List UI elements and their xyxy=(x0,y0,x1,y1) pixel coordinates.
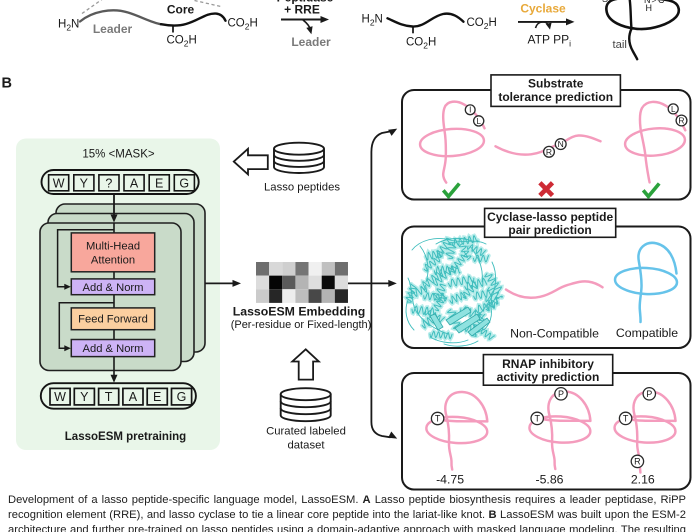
svg-text:B: B xyxy=(2,76,12,92)
svg-text:Lasso peptides: Lasso peptides xyxy=(264,181,340,193)
svg-text:LassoESM Embedding: LassoESM Embedding xyxy=(233,305,366,319)
svg-text:Y: Y xyxy=(80,176,89,190)
svg-text:Cyclase-lasso peptide: Cyclase-lasso peptide xyxy=(487,210,613,224)
svg-text:Cyclase: Cyclase xyxy=(520,2,566,16)
svg-text:R: R xyxy=(546,147,552,157)
svg-text:A: A xyxy=(129,390,138,404)
svg-text:dataset: dataset xyxy=(287,440,325,452)
svg-text:>: > xyxy=(652,0,657,5)
svg-text:T: T xyxy=(534,414,540,424)
svg-text:R: R xyxy=(634,457,641,467)
svg-text:W: W xyxy=(53,176,65,190)
svg-text:?: ? xyxy=(105,176,112,190)
svg-text:Feed Forward: Feed Forward xyxy=(78,314,148,326)
svg-text:Leader: Leader xyxy=(291,35,331,49)
svg-text:tail: tail xyxy=(613,39,627,51)
svg-text:activity prediction: activity prediction xyxy=(497,370,600,384)
svg-text:Multi-Head: Multi-Head xyxy=(86,240,140,252)
svg-text:N: N xyxy=(644,0,651,5)
svg-text:ATP PPi: ATP PPi xyxy=(528,33,572,49)
svg-text:H2N: H2N xyxy=(58,19,79,33)
svg-text:E: E xyxy=(153,390,161,404)
svg-text:P: P xyxy=(646,389,652,399)
svg-text:Add & Norm: Add & Norm xyxy=(83,343,144,355)
svg-text:2.16: 2.16 xyxy=(631,473,655,487)
svg-text:+ RRE: + RRE xyxy=(284,3,320,17)
svg-text:C: C xyxy=(658,0,665,5)
svg-text:15% <MASK>: 15% <MASK> xyxy=(82,149,155,161)
svg-text:T: T xyxy=(105,390,113,404)
svg-text:Attention: Attention xyxy=(91,254,135,266)
svg-text:T: T xyxy=(623,414,629,424)
svg-text:CO2H: CO2H xyxy=(228,18,258,32)
svg-text:R: R xyxy=(678,116,684,126)
svg-text:CO2H: CO2H xyxy=(406,36,436,50)
svg-text:tolerance prediction: tolerance prediction xyxy=(498,90,613,104)
svg-text:Compatible: Compatible xyxy=(616,326,678,340)
svg-text:CO2H: CO2H xyxy=(167,35,197,49)
svg-text:H2N: H2N xyxy=(362,14,383,28)
svg-text:pair prediction: pair prediction xyxy=(508,223,591,237)
svg-text:T: T xyxy=(435,414,441,424)
svg-text:L: L xyxy=(671,105,676,114)
svg-text:Leader: Leader xyxy=(93,22,133,36)
svg-text:LassoESM pretraining: LassoESM pretraining xyxy=(65,431,186,443)
svg-text:E: E xyxy=(155,176,163,190)
svg-text:Non-Compatible: Non-Compatible xyxy=(510,327,599,341)
svg-text:H: H xyxy=(646,3,653,13)
svg-text:CO2H: CO2H xyxy=(467,17,497,31)
svg-text:Y: Y xyxy=(80,390,89,404)
svg-text:Add & Norm: Add & Norm xyxy=(83,282,144,294)
svg-text:Peptidase: Peptidase xyxy=(277,0,334,5)
svg-text:Core: Core xyxy=(167,3,195,17)
svg-text:L: L xyxy=(476,117,481,126)
svg-text:Substrate: Substrate xyxy=(528,77,584,91)
svg-text:RNAP inhibitory: RNAP inhibitory xyxy=(502,357,594,371)
svg-text:-5.86: -5.86 xyxy=(535,473,563,487)
svg-text:S: S xyxy=(602,0,608,4)
svg-text:Curated labeled: Curated labeled xyxy=(266,426,346,438)
svg-text:G: G xyxy=(179,176,189,190)
svg-text:-4.75: -4.75 xyxy=(436,473,464,487)
svg-text:I: I xyxy=(469,106,471,115)
svg-text:N: N xyxy=(558,139,564,149)
svg-text:G: G xyxy=(177,390,187,404)
svg-text:A: A xyxy=(130,176,139,190)
svg-text:W: W xyxy=(54,390,66,404)
svg-text:(Per-residue or Fixed-length): (Per-residue or Fixed-length) xyxy=(231,319,372,331)
svg-text:P: P xyxy=(558,389,564,399)
